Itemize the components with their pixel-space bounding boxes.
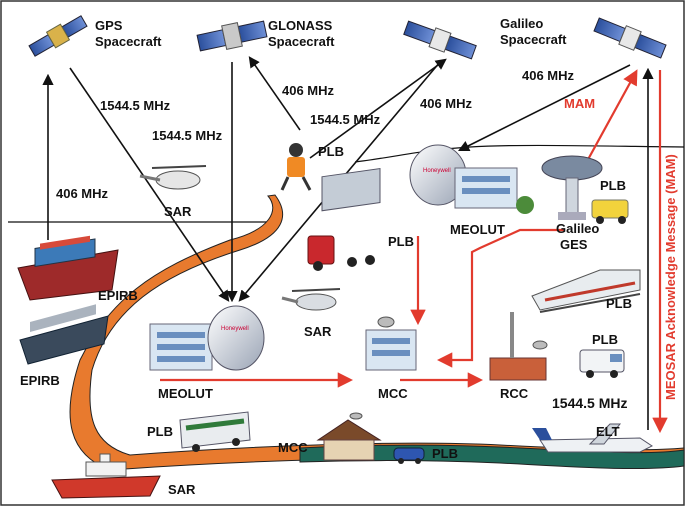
plb-truck-label: PLB xyxy=(388,234,414,249)
plb-car-label: PLB xyxy=(432,446,458,461)
arrow-galileo-to-meolut-right xyxy=(457,64,631,152)
galileo-ges-label-line1: Galileo xyxy=(556,221,599,236)
mcc-center-building-icon xyxy=(365,316,417,371)
mam-label: MAM xyxy=(564,96,595,111)
mcc-house-label: MCC xyxy=(278,440,308,455)
plb-climber-label: PLB xyxy=(318,144,344,159)
plb-bus-label: PLB xyxy=(147,424,173,439)
arrow-ges-to-mcc xyxy=(436,228,565,368)
freq-1544-mid: 1544.5 MHz xyxy=(152,128,223,143)
glonass-label-line2: Spacecraft xyxy=(268,34,335,49)
gps-satellite-icon xyxy=(28,15,88,57)
truck-icon xyxy=(307,168,381,271)
arrow-ges-to-galileo xyxy=(584,69,638,166)
helicopter-top-icon xyxy=(139,165,207,190)
galileo-label-line2: Spacecraft xyxy=(500,32,567,47)
bus-icon xyxy=(179,411,251,452)
meosar-ack-label: MEOSAR Acknowledge Message (MAM) xyxy=(663,154,678,400)
glonass-satellite-icon xyxy=(196,20,268,52)
galileo-ges-dish-icon xyxy=(541,155,603,220)
small-van-icon xyxy=(579,349,625,378)
plb-van-label: PLB xyxy=(600,178,626,193)
climber-icon xyxy=(280,143,312,191)
sar-ship-label: SAR xyxy=(168,482,196,497)
mam-arrows xyxy=(160,69,668,434)
bulk-carrier-icon xyxy=(19,304,109,365)
helicopter-mid-icon xyxy=(281,288,341,311)
freq-1544-left: 1544.5 MHz xyxy=(100,98,171,113)
meolut-right-icon: Honeywell xyxy=(409,144,534,214)
galileo-ges-label-line2: GES xyxy=(560,237,588,252)
freq-406-glonass: 406 MHz xyxy=(282,83,335,98)
delivery-van-icon xyxy=(591,199,629,224)
meolut-left-icon: Honeywell xyxy=(149,305,265,371)
honeywell-logo-right: Honeywell xyxy=(423,168,451,174)
car-icon xyxy=(393,447,425,464)
galileo-label-line1: Galileo xyxy=(500,16,543,31)
plb-smallvan-label: PLB xyxy=(592,332,618,347)
epirb-top-label: EPIRB xyxy=(98,288,138,303)
sar-mid-label: SAR xyxy=(304,324,332,339)
house-icon xyxy=(316,412,382,461)
galileo-satellite-right-icon xyxy=(593,17,667,59)
sar-ship-icon xyxy=(51,453,161,499)
container-ship-icon xyxy=(17,235,119,301)
freq-1544-bottom: 1544.5 MHz xyxy=(552,395,627,411)
mcc-center-label: MCC xyxy=(378,386,408,401)
arrow-plb-to-galileo xyxy=(309,58,447,159)
arrow-plb-to-glonass xyxy=(248,56,301,131)
rcc-label: RCC xyxy=(500,386,529,401)
freq-406-galileo: 406 MHz xyxy=(420,96,473,111)
gps-label-line2: Spacecraft xyxy=(95,34,162,49)
train-icon xyxy=(531,269,641,313)
horizon-right xyxy=(354,144,685,163)
arrow-gps-to-meolut xyxy=(69,67,230,302)
gps-label-line1: GPS xyxy=(95,18,123,33)
galileo-satellite-icon xyxy=(403,20,477,60)
epirb-bottom-label: EPIRB xyxy=(20,373,60,388)
rcc-building-icon xyxy=(489,312,548,381)
sar-top-label: SAR xyxy=(164,204,192,219)
freq-406-right: 406 MHz xyxy=(522,68,575,83)
meolut-right-label: MEOLUT xyxy=(450,222,505,237)
glonass-label-line1: GLONASS xyxy=(268,18,333,33)
freq-406-left: 406 MHz xyxy=(56,186,109,201)
plb-train-label: PLB xyxy=(606,296,632,311)
freq-1544-glonass: 1544.5 MHz xyxy=(310,112,381,127)
meolut-left-label: MEOLUT xyxy=(158,386,213,401)
honeywell-logo-left: Honeywell xyxy=(221,326,249,332)
aircraft-icon xyxy=(532,423,653,453)
elt-label: ELT xyxy=(596,424,620,439)
